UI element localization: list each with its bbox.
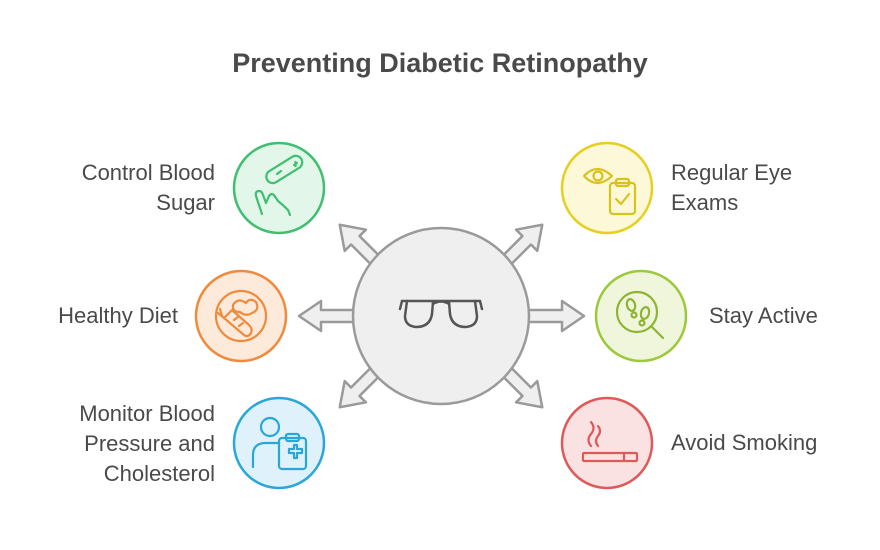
label-line: Avoid Smoking <box>671 430 818 455</box>
user-medical-clipboard-icon <box>251 416 308 471</box>
glucose-meter-icon <box>254 154 304 217</box>
label-line: Monitor Blood <box>79 401 215 426</box>
item-regular-eye-exams <box>560 141 654 235</box>
diagram-title: Preventing Diabetic Retinopathy <box>232 48 648 78</box>
label-line: Regular Eye <box>671 160 793 185</box>
label-line: Sugar <box>156 190 215 215</box>
label-line: Pressure and <box>84 431 215 456</box>
label-line: Control Blood <box>81 160 215 185</box>
label-regular-eye-exams: Regular Eye Exams <box>671 158 792 218</box>
item-control-blood-sugar <box>232 141 326 235</box>
item-avoid-smoking <box>560 396 654 490</box>
footprints-magnifier-icon <box>615 290 665 340</box>
label-line: Cholesterol <box>103 461 215 486</box>
item-healthy-diet <box>194 269 288 363</box>
eyeglasses-icon <box>398 299 484 329</box>
label-avoid-smoking: Avoid Smoking <box>671 428 817 458</box>
label-line: Exams <box>671 190 739 215</box>
item-monitor-blood-pressure <box>232 396 326 490</box>
item-stay-active <box>594 269 688 363</box>
label-line: Healthy Diet <box>58 303 178 328</box>
label-healthy-diet: Healthy Diet <box>58 301 178 331</box>
label-line: Stay Active <box>709 303 818 328</box>
label-monitor-blood-pressure: Monitor Blood Pressure and Cholesterol <box>79 399 215 489</box>
label-stay-active: Stay Active <box>709 301 818 331</box>
label-control-blood-sugar: Control Blood Sugar <box>82 158 215 218</box>
cigarette-icon <box>581 420 639 463</box>
center-circle <box>351 226 531 406</box>
eye-checklist-icon <box>582 167 637 216</box>
carrot-food-icon <box>214 289 268 343</box>
